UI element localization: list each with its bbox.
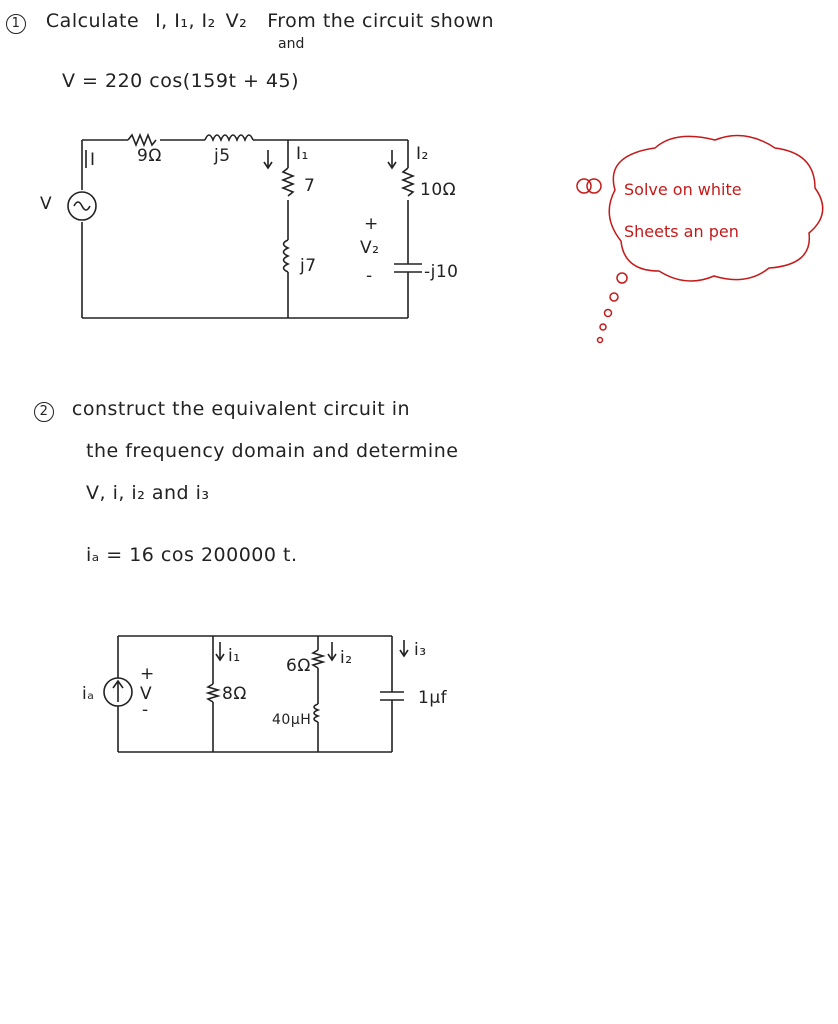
c2-r1-label: 8Ω: [222, 684, 247, 704]
r3-label: 10Ω: [420, 180, 457, 200]
c2-i1-label: i₁: [228, 646, 241, 666]
problem-2-line-2: the frequency domain and determine: [86, 440, 459, 462]
problem-2-number: 2: [34, 402, 54, 422]
source-current-equation: iₐ = 16 cos 200000 t.: [86, 544, 298, 566]
inductor-j5: [204, 134, 254, 143]
c2-r2-label: 6Ω: [286, 656, 311, 676]
resistor-10-ohm: [400, 167, 416, 197]
note-line-1: Solve on white: [624, 180, 742, 199]
problem-2-line-3: V, i, i₂ and i₃: [86, 482, 210, 504]
inductor-40uh: [313, 703, 321, 723]
current-source-symbol: [103, 677, 133, 707]
problem-1-statement: 1 Calculate I, I₁, I₂ V₂ From the circui…: [6, 10, 494, 34]
note-line-2: Sheets an pen: [624, 222, 739, 241]
c2-plus: +: [140, 664, 155, 684]
c2-v-label: V: [140, 684, 153, 704]
voltage-equation: V = 220 cos(159t + 45): [62, 70, 299, 92]
problem-2-line-1: 2 construct the equivalent circuit in: [34, 398, 410, 422]
problem-1-v2: V₂: [225, 10, 248, 32]
v2-minus: -: [366, 266, 373, 286]
source-voltage-label: V: [40, 194, 53, 214]
c2-i3-label: i₃: [414, 640, 427, 660]
inductor-j7: [282, 239, 290, 273]
l2-label: j7: [300, 256, 317, 276]
problem-1-text-a: Calculate: [45, 10, 140, 32]
c2-source-label: iₐ: [82, 684, 95, 704]
face-icon: [576, 178, 592, 194]
problem-1-number: 1: [6, 14, 26, 34]
ac-source-symbol: [67, 191, 97, 221]
sine-wave-icon: [73, 201, 91, 211]
c2-minus: -: [142, 700, 149, 720]
problem-1-text-b: From the circuit shown: [267, 10, 495, 32]
c2-i2-label: i₂: [340, 648, 353, 668]
source-current-label: I: [90, 150, 96, 170]
resistor-8-ohm: [205, 683, 221, 703]
problem-2-text-1: construct the equivalent circuit in: [71, 398, 411, 420]
r1-label: 9Ω: [137, 146, 162, 166]
c2-c1-label: 1μf: [418, 688, 448, 708]
r2-label: 7: [304, 176, 316, 196]
problem-1-vars: I, I₁, I₂: [155, 10, 216, 32]
c2-l1-label: 40μH: [272, 712, 312, 728]
c1-label: -j10: [424, 262, 459, 282]
v2-plus: +: [364, 214, 379, 234]
branch2-current-label: I₂: [416, 144, 429, 164]
problem-1-and: and: [278, 36, 305, 52]
l1-label: j5: [214, 146, 231, 166]
thought-cloud: [576, 134, 824, 344]
resistor-9-ohm: [127, 132, 157, 148]
resistor-6-ohm: [310, 649, 326, 669]
v2-label: V₂: [360, 238, 380, 258]
resistor-7: [280, 167, 296, 197]
branch1-current-label: I₁: [296, 144, 309, 164]
